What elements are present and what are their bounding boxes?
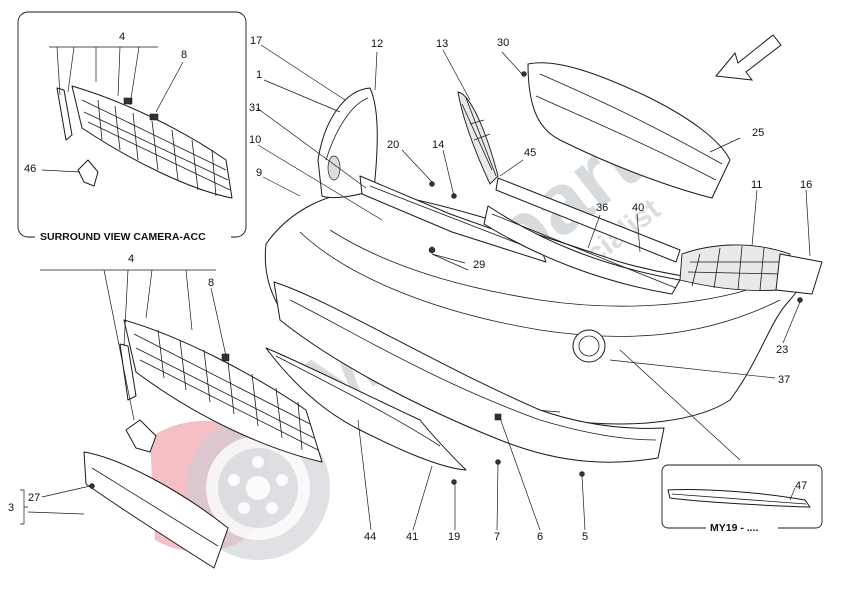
side-shield — [83, 451, 229, 569]
callout-9: 9 — [256, 167, 262, 179]
callout-14: 14 — [432, 139, 444, 151]
callout-31: 31 — [249, 102, 261, 114]
callout-25: 25 — [752, 127, 764, 139]
leader-lines — [20, 44, 811, 531]
callout-8: 8 — [208, 277, 214, 289]
callout-3: 3 — [8, 502, 14, 514]
fastener-icon — [428, 246, 436, 254]
callout-27: 27 — [28, 492, 40, 504]
callout-19: 19 — [448, 531, 460, 543]
clip-icon — [494, 413, 502, 421]
callouts: 4 8 46 4 8 17 1 31 10 9 12 13 30 20 14 4… — [8, 31, 812, 543]
callout-11: 11 — [751, 179, 762, 191]
callout-29: 29 — [473, 259, 485, 271]
my19-inset: MY19 - .... — [661, 464, 823, 534]
callout-30: 30 — [497, 37, 509, 49]
side-bracket-16 — [775, 253, 823, 295]
lower-reinforcement — [273, 281, 665, 463]
inset-grille — [71, 85, 233, 199]
fastener-icon — [495, 459, 501, 465]
callout-40: 40 — [632, 202, 644, 214]
camera-inset-caption: SURROUND VIEW CAMERA-ACC — [40, 231, 206, 243]
fastener-icon — [797, 297, 803, 303]
callout-8: 8 — [181, 49, 187, 61]
fastener-icon — [521, 71, 527, 77]
my19-trim-strip — [667, 488, 811, 508]
callout-23: 23 — [776, 344, 788, 356]
fastener-icon — [451, 479, 457, 485]
callout-10: 10 — [249, 134, 261, 146]
callout-16: 16 — [800, 179, 812, 191]
callout-5: 5 — [582, 531, 588, 543]
callout-46: 46 — [24, 163, 36, 175]
callout-4: 4 — [128, 253, 134, 265]
my19-inset-caption: MY19 - .... — [710, 522, 759, 534]
upper-bracket — [359, 175, 547, 263]
callout-12: 12 — [371, 38, 383, 50]
callout-4: 4 — [119, 31, 125, 43]
direction-arrow-icon — [715, 34, 782, 81]
callout-36: 36 — [596, 202, 608, 214]
center-grille-strip — [483, 177, 681, 295]
camera-inset: SURROUND VIEW CAMERA-ACC — [17, 11, 247, 243]
callout-41: 41 — [406, 531, 418, 543]
camera-bracket — [125, 419, 157, 453]
fastener-icon — [89, 483, 95, 489]
callout-44: 44 — [364, 531, 376, 543]
fastener-icon — [579, 471, 585, 477]
grille-trim-left — [119, 343, 137, 401]
callout-1: 1 — [256, 69, 262, 81]
lower-splitter — [265, 347, 467, 471]
fastener-icon — [429, 181, 435, 187]
callout-45: 45 — [524, 147, 536, 159]
callout-37: 37 — [778, 374, 790, 386]
air-duct — [527, 62, 731, 199]
main-grille — [123, 319, 323, 463]
callout-20: 20 — [387, 139, 399, 151]
callout-7: 7 — [494, 531, 500, 543]
callout-6: 6 — [537, 531, 543, 543]
callout-17: 17 — [250, 35, 262, 47]
side-mesh-left — [457, 91, 499, 185]
callout-13: 13 — [436, 38, 448, 50]
callout-47: 47 — [795, 480, 807, 492]
